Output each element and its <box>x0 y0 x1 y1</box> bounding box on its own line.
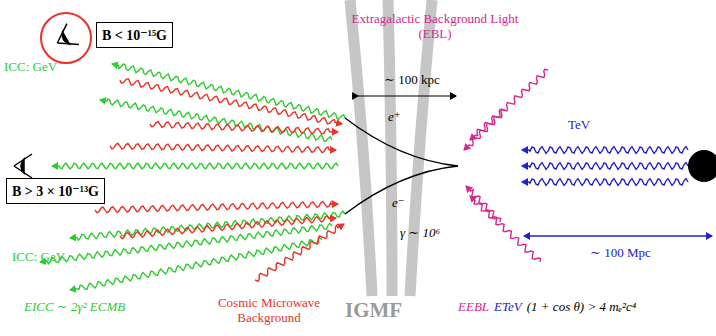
eye-lids <box>51 24 79 54</box>
formula-part: ETeV <box>494 300 522 315</box>
photon-wave <box>95 202 338 213</box>
mpc-dimension <box>524 235 712 236</box>
source-blazar <box>688 150 716 182</box>
photon-waves <box>40 64 688 290</box>
photon-wave <box>466 186 501 222</box>
photon-wave <box>110 143 336 152</box>
photon-wave <box>464 109 505 150</box>
dimension-label: ∼ 100 Mpc <box>590 246 651 261</box>
electron-track <box>345 166 458 214</box>
formula-part: EEBL <box>458 300 489 315</box>
pair-tracks <box>345 118 458 214</box>
tev-label: TeV <box>568 118 590 133</box>
formula-part: (1 + cos θ) > 4 mₑ²c⁴ <box>527 300 636 315</box>
kpc-dimension <box>358 96 456 97</box>
photon-wave <box>150 122 338 135</box>
photon-wave <box>522 163 688 170</box>
field-limit-box: B > 3 × 10⁻¹³G <box>6 178 105 204</box>
icc-label: ICC: GeV <box>4 60 57 75</box>
particle-label: e⁺ <box>388 110 401 125</box>
photon-wave <box>70 211 345 240</box>
lorentz-factor: γ ∼ 10⁶ <box>400 226 440 241</box>
photon-wave <box>120 216 336 239</box>
igmf-field-lines <box>350 0 432 296</box>
igmf-label: IGMF <box>345 298 402 322</box>
field-limit: B < 10⁻¹⁵G <box>102 28 167 43</box>
field-limit-box: B < 10⁻¹⁵G <box>96 22 173 48</box>
field-limit: B > 3 × 10⁻¹³G <box>12 184 99 199</box>
dimension-label: ∼ 100 kpc <box>384 73 440 88</box>
observer-eye <box>51 24 79 54</box>
dimension-arrow <box>358 96 456 97</box>
cmb-label: Cosmic Microwave Background <box>203 296 335 326</box>
eye-pupil <box>21 159 24 173</box>
field-line <box>410 0 432 296</box>
photon-wave <box>470 196 541 262</box>
eye-pupil <box>60 32 70 46</box>
photon-wave <box>255 224 344 281</box>
dimension-arrow <box>524 235 712 236</box>
positron-track <box>345 118 458 166</box>
particle-label: e⁻ <box>392 196 405 211</box>
field-line <box>388 0 392 296</box>
icc-energy-formula: EICC ∼ 2γ² ECMB <box>24 300 125 315</box>
field-line <box>350 0 372 296</box>
ebl-label: Extragalactic Background Light (EBL) <box>346 12 524 42</box>
photon-wave <box>120 79 342 124</box>
icc-label: ICC: GeV <box>12 250 65 265</box>
photon-wave <box>470 69 548 140</box>
observer-eye <box>14 154 32 178</box>
observer-circle <box>41 13 91 63</box>
photon-wave <box>100 99 332 142</box>
photon-wave <box>52 163 338 169</box>
photon-wave <box>522 147 688 154</box>
dimension-arrow <box>524 235 712 236</box>
eye-lids <box>14 154 32 178</box>
photon-wave <box>522 179 688 186</box>
